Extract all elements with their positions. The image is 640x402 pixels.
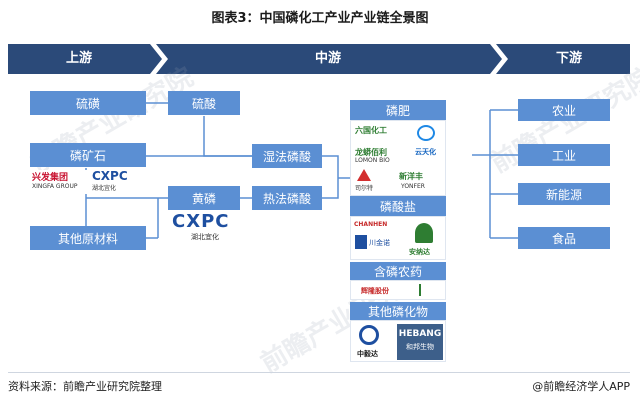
cxpc-logo-large: CXPC 湖北宜化	[172, 212, 238, 246]
annada-icon	[415, 223, 433, 243]
hebang-logo-cn: 和邦生物	[406, 343, 434, 351]
node-food: 食品	[518, 227, 610, 249]
hebang-logo-bg: HEBANG 和邦生物	[397, 324, 443, 360]
lomon-logo-en: LOMON BIO	[355, 157, 390, 164]
page-title: 图表3：中国磷化工产业产业链全景图	[211, 11, 429, 26]
node-pesticide: 含磷农药	[350, 262, 446, 280]
source-note: 资料来源：前瞻产业研究院整理	[8, 380, 162, 393]
header-downstream: 下游	[555, 51, 582, 66]
annada-logo: 安纳达	[409, 248, 430, 256]
brand-credit: @前瞻经济学人APP	[532, 380, 630, 393]
chanhen-logo: CHANHEN	[354, 221, 388, 228]
other-compound-logos: 中毅达 HEBANG 和邦生物	[350, 320, 446, 362]
lomon-logo-cn: 龙蟒佰利	[355, 148, 387, 157]
fertilizer-logos: 六国化工 龙蟒佰利 LOMON BIO 云天化 司尔特 新洋丰 YONFER	[350, 120, 446, 196]
liuguo-logo: 六国化工	[355, 126, 387, 135]
huilong-logo: 辉隆股份	[361, 287, 389, 295]
sierte-logo: 司尔特	[355, 185, 374, 192]
sierte-icon	[357, 169, 371, 181]
node-industry: 工业	[518, 144, 610, 166]
xinyangfeng-logo: 新洋丰	[399, 172, 423, 181]
phosphate-salt-logos: CHANHEN 川金诺 安纳达	[350, 216, 446, 260]
chuanjinnuo-logo: 川金诺	[369, 239, 390, 247]
node-sulfuric-acid: 硫酸	[168, 91, 240, 115]
leaf-icon	[419, 284, 421, 296]
node-yellow-phosphorus: 黄磷	[168, 186, 240, 210]
yuntianhua-icon	[417, 125, 435, 141]
node-wet-phosphoric-acid: 湿法磷酸	[252, 144, 322, 168]
cxpc-large-text: CXPC	[172, 211, 230, 232]
node-new-energy: 新能源	[518, 183, 610, 205]
cxpc-logo-cn: 湖北宜化	[92, 185, 117, 192]
node-phosphate-fertilizer: 磷肥	[350, 100, 446, 120]
zhongqi-icon	[359, 325, 379, 345]
node-sulfur: 硫磺	[30, 91, 146, 115]
node-phosphate-rock: 磷矿石	[30, 143, 146, 167]
node-other-materials: 其他原材料	[30, 226, 146, 250]
node-thermal-phosphoric-acid: 热法磷酸	[252, 186, 322, 210]
footer-divider	[8, 372, 630, 373]
xingfa-logo-en: XINGFA GROUP	[32, 183, 78, 190]
cxpc-large-cn: 湖北宜化	[191, 233, 219, 241]
cxpc-logo-text: CXPC	[92, 169, 128, 183]
cxpc-logo-small: CXPC 湖北宜化	[92, 170, 136, 194]
xingfa-logo-text: 兴发集团	[32, 173, 69, 183]
header-upstream: 上游	[65, 51, 92, 66]
hebang-logo-en: HEBANG	[398, 329, 442, 339]
zhongqi-logo: 中毅达	[357, 350, 378, 358]
header-midstream: 中游	[314, 51, 341, 66]
xingfa-logo: 兴发集团 XINGFA GROUP	[32, 170, 90, 194]
chuanjinnuo-icon	[355, 235, 367, 249]
pesticide-logos: 辉隆股份	[350, 280, 446, 300]
node-phosphate-salt: 磷酸盐	[350, 196, 446, 216]
header-chevrons	[150, 44, 508, 74]
yonfer-logo: YONFER	[401, 183, 425, 190]
stage-header-bar	[8, 44, 630, 74]
node-agriculture: 农业	[518, 99, 610, 121]
yuntianhua-logo: 云天化	[415, 148, 436, 156]
node-other-compounds: 其他磷化物	[350, 302, 446, 320]
